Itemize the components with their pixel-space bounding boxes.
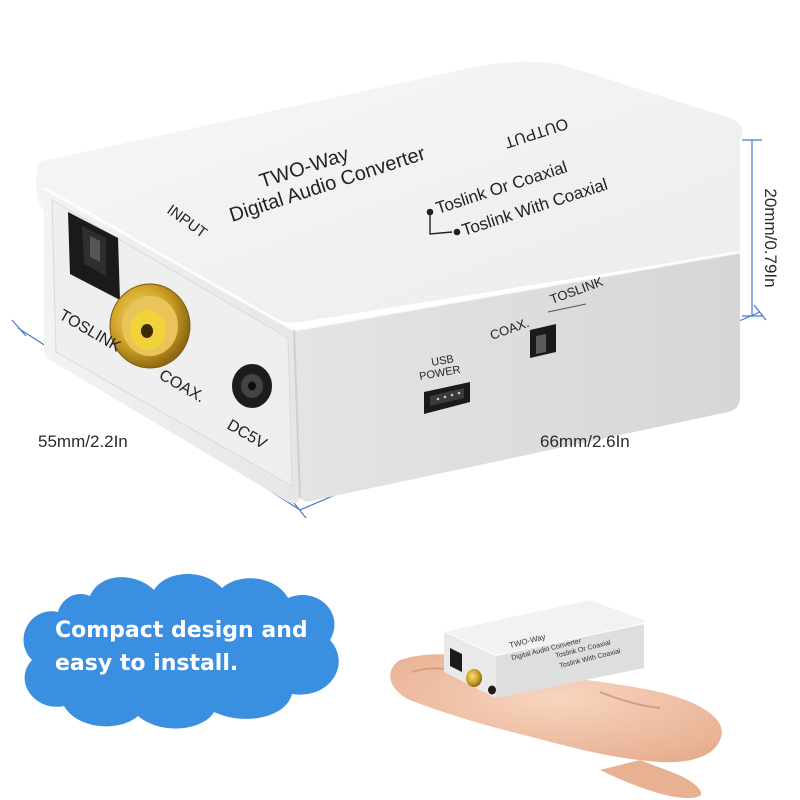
audio-converter-device: TWO-Way Digital Audio Converter OUTPUT I…	[36, 61, 743, 504]
usb-power-port	[424, 382, 470, 414]
hand-with-device: TWO-Way Digital Audio Converter Toslink …	[390, 600, 722, 798]
dimension-width-label: 66mm/2.6In	[540, 432, 630, 451]
cloud-caption: Compact design and easy to install.	[55, 614, 355, 680]
mode-bracket	[426, 208, 461, 236]
usb-label-line1: USB	[430, 353, 454, 369]
device-top-face	[36, 61, 743, 323]
mode-switch	[530, 303, 587, 358]
cloud-shape	[23, 573, 339, 729]
coax-rca-jack	[109, 283, 191, 369]
dimension-depth-label: 55mm/2.2In	[38, 432, 128, 451]
dc5v-jack	[232, 364, 272, 408]
cloud-caption-line2: easy to install.	[55, 651, 239, 676]
toslink-port	[68, 212, 120, 300]
dimension-height-label: 20mm/0.79In	[761, 188, 780, 288]
cloud-caption-line1: Compact design and	[55, 618, 308, 643]
device-side-face	[294, 252, 740, 502]
